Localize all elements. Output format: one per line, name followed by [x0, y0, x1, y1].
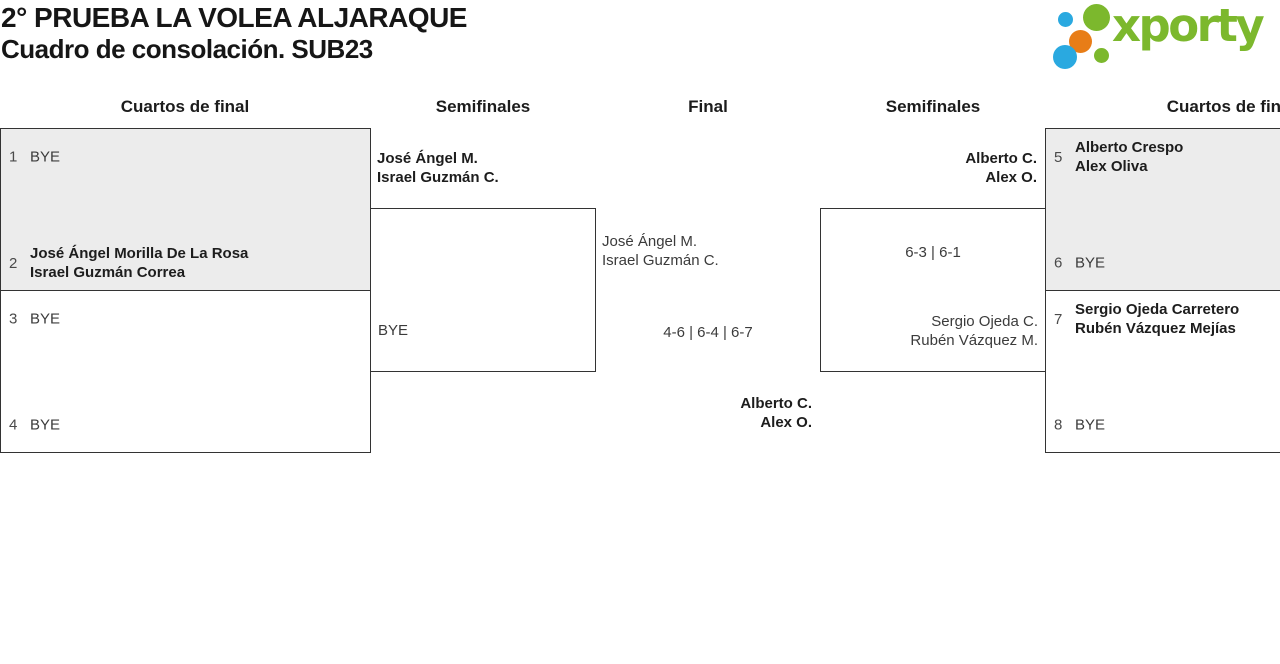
- final-match: José Ángel M. Israel Guzmán C. 4-6 | 6-4…: [596, 208, 820, 438]
- bracket-entry-seed5: 5 Alberto Crespo Alex Oliva: [1054, 138, 1276, 176]
- final-team-1[interactable]: José Ángel M. Israel Guzmán C.: [602, 232, 719, 270]
- team-names[interactable]: Sergio Ojeda Carretero Rubén Vázquez Mej…: [1075, 300, 1239, 338]
- page-title: 2° PRUEBA LA VOLEA ALJARAQUE: [1, 2, 467, 33]
- player-name: Alberto C.: [965, 150, 1037, 167]
- player-name: Alex Oliva: [1075, 158, 1148, 175]
- bracket-entry-seed1: 1 BYE: [9, 148, 362, 167]
- semifinal-right-winner[interactable]: Alberto C. Alex O.: [965, 149, 1037, 187]
- bracket-entry-seed2: 2 José Ángel Morilla De La Rosa Israel G…: [9, 244, 362, 282]
- match-box-semifinal-right: 6-3 | 6-1 Sergio Ojeda C. Rubén Vázquez …: [820, 208, 1046, 372]
- player-name: Israel Guzmán Correa: [30, 264, 186, 281]
- match-box-semifinal-left: BYE: [370, 208, 596, 372]
- player-name: Israel Guzmán C.: [602, 252, 719, 269]
- semifinal-right-score: 6-3 | 6-1: [905, 244, 961, 261]
- page-header: 2° PRUEBA LA VOLEA ALJARAQUE Cuadro de c…: [1, 1, 467, 65]
- round-header-final: Final: [688, 97, 728, 116]
- bracket-entry-seed8: 8 BYE: [1054, 416, 1276, 435]
- seed-number: 1: [9, 148, 18, 166]
- match-box-quarters-right-1: 5 Alberto Crespo Alex Oliva 6 BYE: [1045, 128, 1280, 291]
- seed-number: 4: [9, 416, 18, 434]
- logo-dot-blue-large-icon: [1053, 45, 1077, 69]
- logo-dot-blue-small-icon: [1058, 12, 1073, 27]
- bracket-entry-seed3: 3 BYE: [9, 310, 362, 329]
- seed-number: 6: [1054, 254, 1063, 272]
- player-name: Rubén Vázquez M.: [910, 332, 1038, 349]
- team-names[interactable]: José Ángel Morilla De La Rosa Israel Guz…: [30, 244, 248, 282]
- semifinal-right-loser[interactable]: Sergio Ojeda C. Rubén Vázquez M.: [910, 312, 1038, 350]
- logo-dot-green-small-icon: [1094, 48, 1109, 63]
- player-name: José Ángel Morilla De La Rosa: [30, 245, 249, 262]
- logo-dot-green-large-icon: [1083, 4, 1110, 31]
- team-bye: BYE: [30, 416, 61, 434]
- team-bye: BYE: [378, 322, 409, 339]
- semifinal-left-winner[interactable]: José Ángel M. Israel Guzmán C.: [377, 149, 499, 187]
- match-box-quarters-right-2: 7 Sergio Ojeda Carretero Rubén Vázquez M…: [1045, 290, 1280, 453]
- bracket-entry-seed4: 4 BYE: [9, 416, 362, 435]
- player-name: Alex O.: [760, 414, 812, 431]
- round-header-semifinals-left: Semifinales: [435, 97, 531, 116]
- seed-number: 3: [9, 310, 18, 328]
- player-name: Alex O.: [985, 169, 1037, 186]
- player-name: Alberto Crespo: [1075, 139, 1184, 156]
- player-name: José Ángel M.: [377, 150, 478, 167]
- match-box-quarters-left-2: 3 BYE 4 BYE: [0, 290, 371, 453]
- player-name: Alberto C.: [740, 395, 812, 412]
- player-name: Sergio Ojeda C.: [931, 313, 1038, 330]
- seed-number: 7: [1054, 310, 1063, 328]
- team-bye: BYE: [30, 310, 61, 328]
- player-name: Sergio Ojeda Carretero: [1075, 301, 1240, 318]
- final-score: 4-6 | 6-4 | 6-7: [663, 324, 753, 341]
- logo-dot-orange-icon: [1069, 30, 1092, 53]
- match-box-quarters-left-1: 1 BYE 2 José Ángel Morilla De La Rosa Is…: [0, 128, 371, 291]
- page-subtitle: Cuadro de consolación. SUB23: [1, 34, 373, 64]
- xporty-logo[interactable]: xporty: [1048, 0, 1280, 74]
- logo-wordmark: xporty: [1112, 0, 1265, 52]
- bracket-entry-seed7: 7 Sergio Ojeda Carretero Rubén Vázquez M…: [1054, 300, 1276, 338]
- team-bye: BYE: [1075, 416, 1106, 434]
- seed-number: 5: [1054, 148, 1063, 166]
- player-name: Rubén Vázquez Mejías: [1075, 320, 1236, 337]
- team-names[interactable]: Alberto Crespo Alex Oliva: [1075, 138, 1183, 176]
- final-team-2-winner[interactable]: Alberto C. Alex O.: [740, 394, 812, 432]
- seed-number: 8: [1054, 416, 1063, 434]
- round-header-quarters-right: Cuartos de final: [1166, 97, 1280, 116]
- team-bye: BYE: [1075, 254, 1106, 272]
- round-header-quarters-left: Cuartos de final: [120, 97, 250, 116]
- player-name: Israel Guzmán C.: [377, 169, 499, 186]
- player-name: José Ángel M.: [602, 233, 698, 250]
- bracket-entry-seed6: 6 BYE: [1054, 254, 1276, 273]
- team-bye: BYE: [30, 148, 61, 166]
- seed-number: 2: [9, 254, 18, 272]
- round-header-semifinals-right: Semifinales: [885, 97, 981, 116]
